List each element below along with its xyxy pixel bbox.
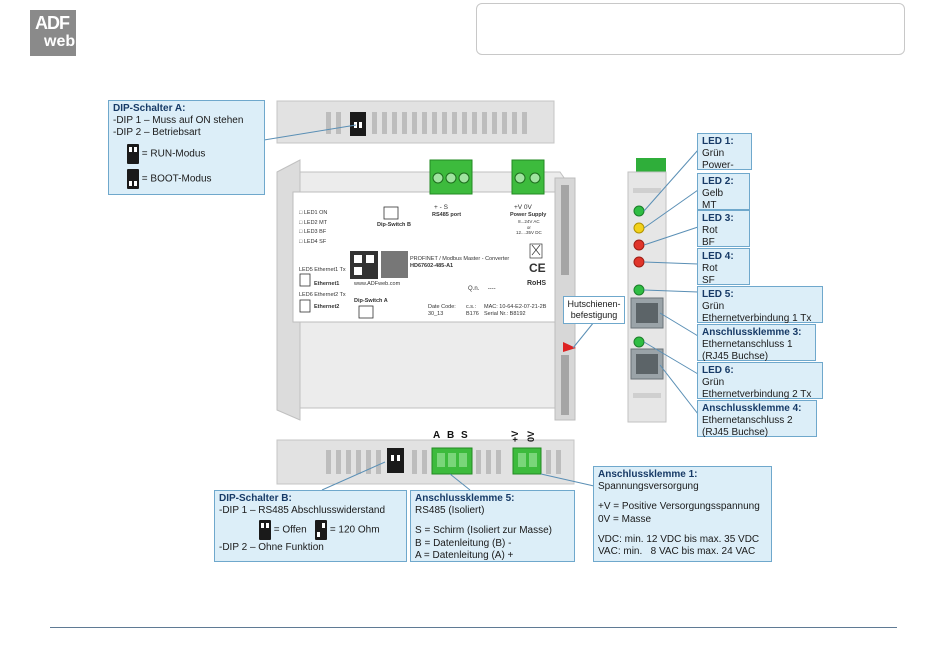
led6-label: LED6 Ethernet2 Tx [299,292,346,298]
device-label [292,191,556,323]
led-2 [633,222,645,234]
title-box [476,3,905,55]
cs: c.s.: B176 [466,304,479,317]
mac-serial: MAC: 10-64-E2-07-21-2B Serial Nr.: B8192 [484,304,547,317]
dip-switch-b-bottom [387,448,404,473]
led2-callout: LED 2: Gelb MT [697,173,750,211]
dip-a-callout: DIP-Schalter A: -DIP 1 – Muss auf ON ste… [108,100,265,195]
term3-callout: Anschlussklemme 3: Ethernetanschluss 1 (… [697,324,816,362]
din-clip [563,342,576,352]
led4-callout: LED 4: Rot SF [697,248,750,286]
qn: Q.n. ---- [468,286,496,292]
led-5 [633,284,645,296]
pin-a-label: A [433,430,441,441]
dip-off-icon [259,520,271,541]
term1-callout: Anschlussklemme 1: Spannungsversorgung +… [593,466,772,562]
led3-callout: LED 3: Rot BF [697,210,750,248]
dip-on-icon [315,520,328,541]
pin-plus-label: +V [510,430,520,442]
product-code: HD67602-485-A1 [410,263,454,269]
pin-zero-label: 0V [526,430,536,442]
product-name: PROFINET / Modbus Master - Converter [410,256,510,262]
led1-callout: LED 1: Grün Power-LED [697,133,752,184]
power-spec: 8...24V AC or 12....35V DC [516,219,542,235]
adfweb-logo: ADF web [30,10,76,56]
dipa-label: Dip-Switch A [354,298,388,304]
footer-line [50,627,897,628]
power-pins: +V 0V [514,204,532,211]
led6-callout: LED 6: Grün Ethernetverbindung 2 Tx [697,362,823,400]
pin-b-label: B [447,430,455,441]
eth2-label: Ethernet2 [314,304,340,310]
term4-callout: Anschlussklemme 4: Ethernetanschluss 2 (… [697,400,817,438]
led-4 [633,256,645,268]
top-vents [326,112,527,134]
eth1-label: Ethernet1 [314,281,340,287]
led-3 [633,239,645,251]
dip-run-icon [127,143,139,164]
ce-mark: CE [529,261,546,275]
led5-callout: LED 5: Grün Ethernetverbindung 1 Tx [697,286,823,324]
date-code: Date Code: 30_13 [428,304,456,317]
term5-callout: Anschlussklemme 5: RS485 (Isoliert) S = … [410,490,575,562]
dip-switch-a-top [350,112,366,136]
dipb-label: Dip-Switch B [377,222,411,228]
rs485-label: RS485 port [432,212,462,218]
led-1 [633,205,645,217]
power-label: Power Supply [510,212,547,218]
led-6 [633,336,645,348]
pin-s-label: S [461,430,468,441]
led-labels: □ LED1 ON □ LED2 MT □ LED3 BF □ LED4 SF [299,210,328,245]
hutschiene-callout: Hutschienen- befestigung [563,296,625,324]
dip-boot-icon [127,168,139,189]
label-logo [381,251,408,278]
led5-label: LED5 Ethernet1 Tx [299,267,346,273]
side-view [627,171,667,423]
rohs-mark: RoHS [527,280,547,287]
label-url: www.ADFweb.com [354,281,401,287]
rs485-pins: + - S [434,204,448,211]
leader-lines [263,124,699,491]
dip-b-callout: DIP-Schalter B: -DIP 1 – RS485 Abschluss… [214,490,407,562]
